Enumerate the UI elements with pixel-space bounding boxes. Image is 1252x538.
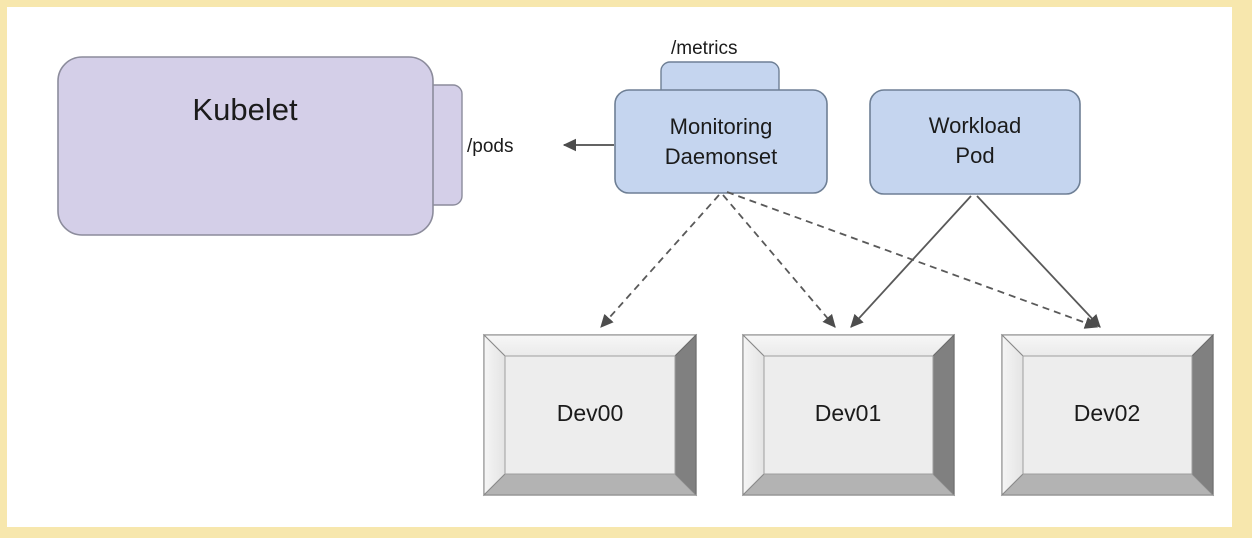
dev01-bevel-bottom bbox=[741, 473, 956, 496]
edge-line bbox=[722, 194, 836, 328]
dev00-bevel-left bbox=[483, 333, 506, 497]
dev02-label: Dev02 bbox=[1074, 400, 1140, 426]
dev01-bevel-top bbox=[741, 334, 956, 357]
monitoring-daemonset-label-line1: Monitoring bbox=[670, 114, 773, 139]
dev02-bevel-right bbox=[1191, 333, 1214, 497]
dev00-bevel-top bbox=[482, 334, 698, 357]
dev00-face bbox=[504, 355, 676, 475]
edge-monitoring-to-dev01 bbox=[722, 194, 836, 328]
dev02-bevel-top bbox=[1000, 334, 1215, 357]
edge-label-pods: /pods bbox=[467, 136, 513, 157]
workload-pod-shape bbox=[869, 89, 1081, 195]
dev00-label: Dev00 bbox=[557, 400, 623, 426]
kubelet-label: Kubelet bbox=[192, 92, 298, 127]
dev01-bevel-left bbox=[742, 333, 765, 497]
edge-line bbox=[850, 195, 972, 328]
edge-line bbox=[976, 195, 1101, 328]
edge-label-metrics: /metrics bbox=[671, 38, 738, 59]
edge-monitoring-to-dev00 bbox=[600, 194, 720, 328]
dev01-face bbox=[763, 355, 934, 475]
workload-pod-label-line1: Workload bbox=[929, 113, 1022, 138]
edge-workload-to-dev02 bbox=[976, 195, 1101, 328]
kubelet-shape bbox=[57, 56, 434, 236]
edge-workload-to-dev01 bbox=[850, 195, 972, 328]
monitoring-daemonset-label-line2: Daemonset bbox=[665, 144, 778, 169]
dev01-bevel-right bbox=[932, 333, 955, 497]
node-dev02[interactable]: Dev02 bbox=[1000, 333, 1215, 497]
node-monitoring-daemonset[interactable]: Monitoring Daemonset bbox=[614, 89, 828, 194]
node-workload-pod[interactable]: Workload Pod bbox=[869, 89, 1081, 195]
dev02-bevel-bottom bbox=[1000, 473, 1215, 496]
workload-pod-label-line2: Pod bbox=[955, 143, 994, 168]
dev02-bevel-left bbox=[1001, 333, 1024, 497]
node-kubelet[interactable]: Kubelet bbox=[57, 56, 434, 236]
edge-line bbox=[600, 194, 720, 328]
node-dev00[interactable]: Dev00 bbox=[482, 333, 698, 497]
dev01-label: Dev01 bbox=[815, 400, 881, 426]
dev02-face bbox=[1022, 355, 1193, 475]
dev00-bevel-bottom bbox=[482, 473, 698, 496]
dev00-bevel-right bbox=[674, 333, 697, 497]
monitoring-daemonset-shape bbox=[614, 89, 828, 194]
node-dev01[interactable]: Dev01 bbox=[741, 333, 956, 497]
